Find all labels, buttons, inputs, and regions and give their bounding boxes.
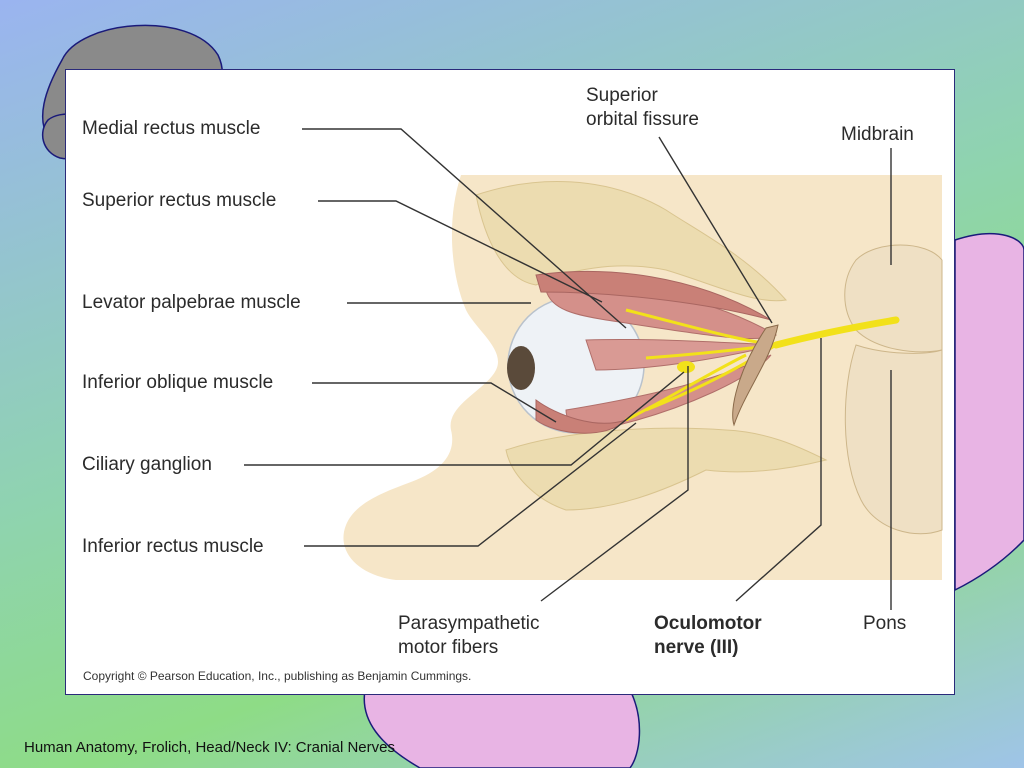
pons-shape: [844, 344, 943, 535]
leader-superior-rectus: [318, 200, 603, 303]
label-midbrain: Midbrain: [841, 124, 914, 145]
label-ciliary-ganglion: Ciliary ganglion: [82, 454, 212, 475]
cornea-iris: [507, 346, 535, 390]
leader-inferior-oblique: [312, 382, 557, 423]
oculomotor-nerve-path: [772, 316, 900, 349]
ciliary-ganglion-shape: [677, 361, 695, 373]
orbit-floor-bone: [505, 427, 828, 511]
figure-panel: Medial rectus muscle Superior rectus mus…: [65, 69, 955, 695]
leader-parasympathetic: [540, 366, 689, 602]
label-inferior-oblique: Inferior oblique muscle: [82, 372, 274, 393]
label-superior-orbital-fissure: Superior orbital fissure: [586, 85, 699, 130]
leader-superior-orbital-fissure: [658, 136, 773, 324]
pink-blob-shape: [363, 689, 641, 768]
leader-ciliary-ganglion: [244, 371, 685, 466]
label-pons: Pons: [863, 613, 907, 634]
orbit-roof-bone: [475, 181, 787, 302]
leader-inferior-rectus: [304, 422, 637, 547]
slide-footer: Human Anatomy, Frolich, Head/Neck IV: Cr…: [24, 739, 395, 756]
label-medial-rectus: Medial rectus muscle: [82, 118, 261, 139]
leader-oculomotor: [735, 338, 822, 602]
label-superior-rectus: Superior rectus muscle: [82, 190, 277, 211]
pink-blob-shape: [954, 232, 1024, 592]
nerve-branch: [625, 353, 747, 422]
label-inferior-rectus: Inferior rectus muscle: [82, 536, 264, 557]
leader-lines: [244, 128, 892, 610]
leader-medial-rectus: [302, 128, 627, 329]
superior-orbital-fissure-shape: [732, 324, 779, 427]
label-levator-palpebrae: Levator palpebrae muscle: [82, 292, 301, 313]
eye-anatomy-illustration: [244, 128, 943, 610]
label-oculomotor-nerve: Oculomotor nerve (III): [654, 613, 762, 658]
label-parasympathetic-fibers: Parasympathetic motor fibers: [398, 613, 540, 658]
copyright-notice: Copyright © Pearson Education, Inc., pub…: [83, 669, 472, 683]
